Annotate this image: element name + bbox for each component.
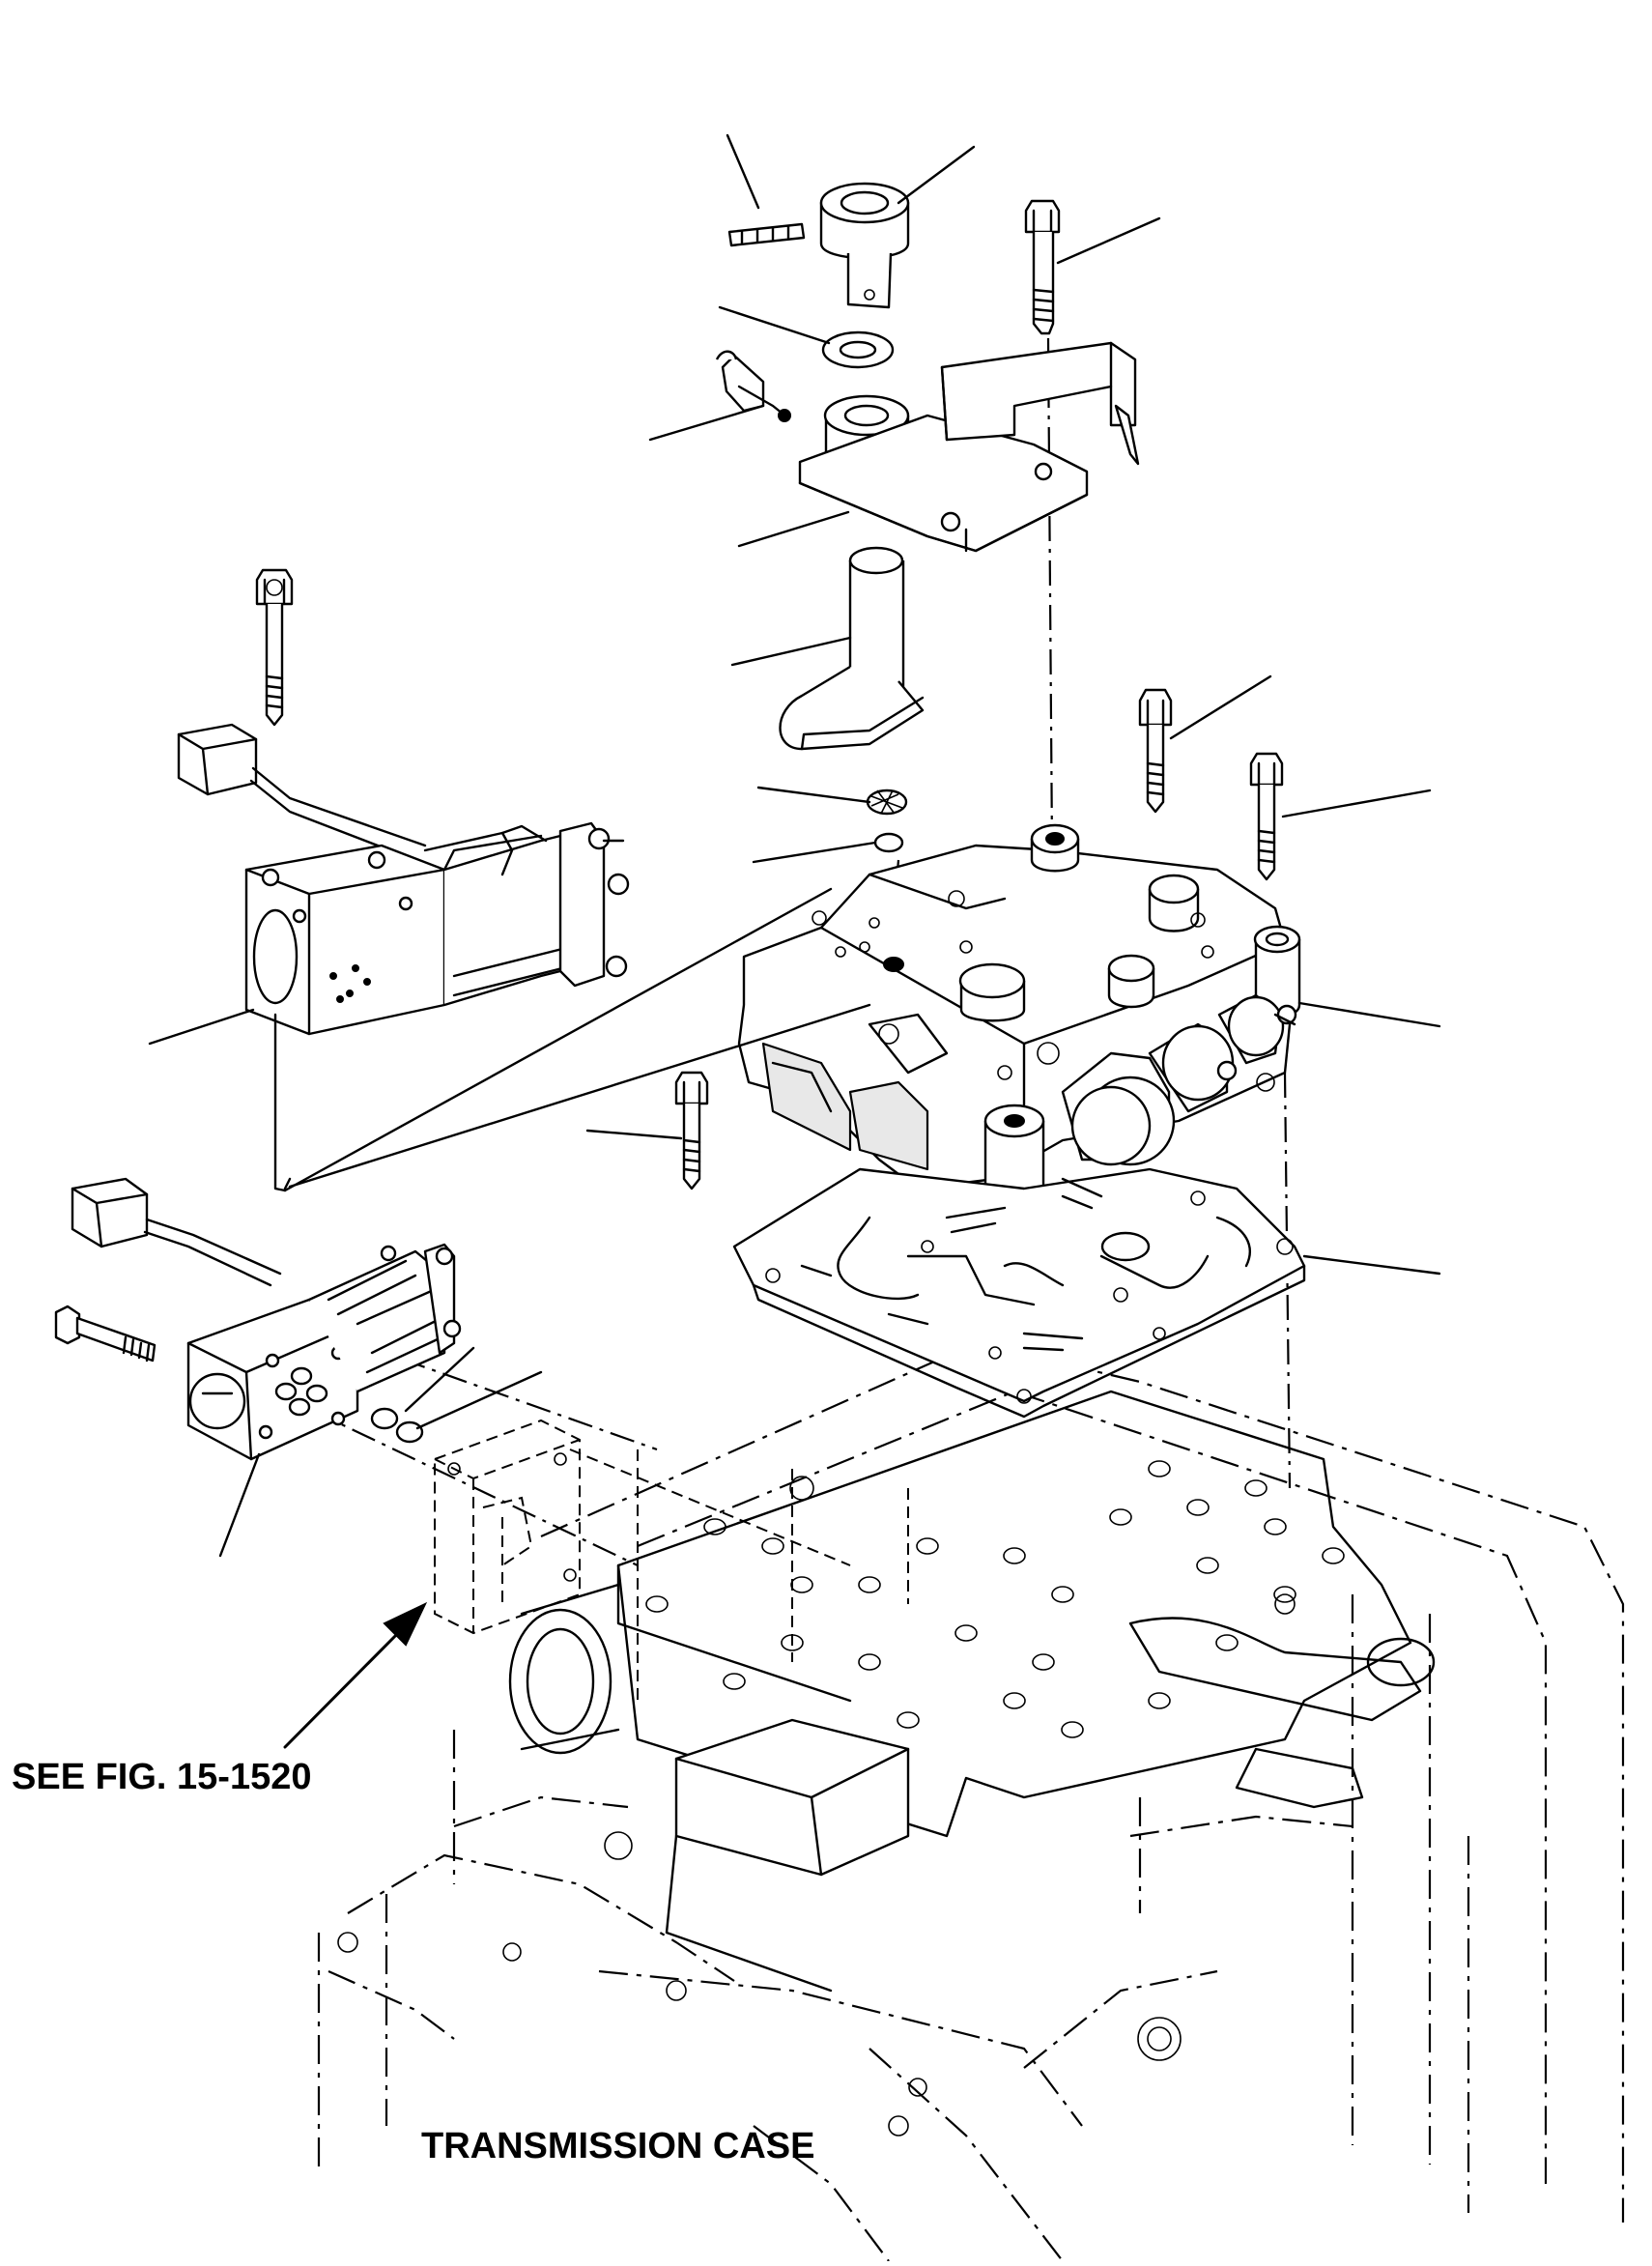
see-figure-caption: SEE FIG. 15-1520 <box>12 1757 312 1797</box>
valve-body-bolt-2 <box>1249 752 1284 881</box>
screen-filter <box>866 789 908 816</box>
o-ring-small <box>873 832 904 853</box>
washer <box>821 330 895 369</box>
upper-solenoid <box>177 723 630 1036</box>
transmission-case-outline <box>317 1341 1625 2262</box>
o-rings-pair <box>370 1407 424 1444</box>
roll-pin <box>727 222 806 247</box>
adapter-plate <box>434 1419 581 1635</box>
case-block <box>604 1718 910 1993</box>
valve-body-bolt-1 <box>1138 688 1173 814</box>
detent-cam <box>819 182 910 309</box>
case-mounting-face <box>508 1390 1436 1838</box>
assembly-lines <box>273 887 871 1192</box>
see-figure-arrow <box>283 1601 428 1749</box>
separator-plate <box>732 1167 1306 1419</box>
detent-spring <box>940 341 1140 466</box>
valve-body-bolt-3 <box>674 1071 709 1190</box>
manual-valve-shaft <box>779 546 925 751</box>
solenoid-bolt-lower <box>54 1305 157 1362</box>
lower-solenoid <box>71 1177 462 1461</box>
solenoid-bolt-upper <box>255 568 294 727</box>
leader-lines <box>148 133 1441 1558</box>
bracket-bolt <box>1024 199 1061 335</box>
transmission-case-label: TRANSMISSION CASE <box>421 2126 815 2166</box>
top-cover-plate <box>798 414 1089 553</box>
main-valve-body <box>737 823 1301 1216</box>
breather-fitting <box>715 350 791 422</box>
